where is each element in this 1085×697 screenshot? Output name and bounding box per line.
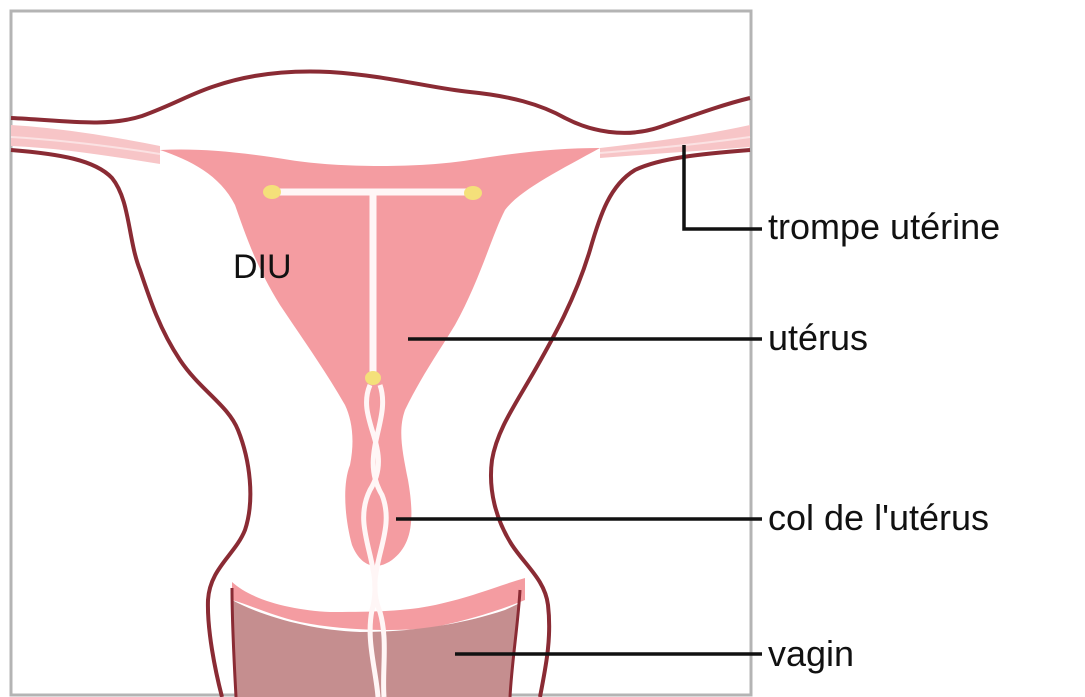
fallopian-tube-label: trompe utérine <box>768 206 1000 247</box>
diu-label: DIU <box>233 248 292 286</box>
iud-arm-tip-left <box>263 185 281 199</box>
uterus-label: utérus <box>768 317 868 358</box>
vagina-label: vagin <box>768 633 854 674</box>
iud-arm-tip-right <box>464 186 482 200</box>
cervix-label: col de l'utérus <box>768 497 989 538</box>
iud-stem-tip <box>365 371 381 385</box>
